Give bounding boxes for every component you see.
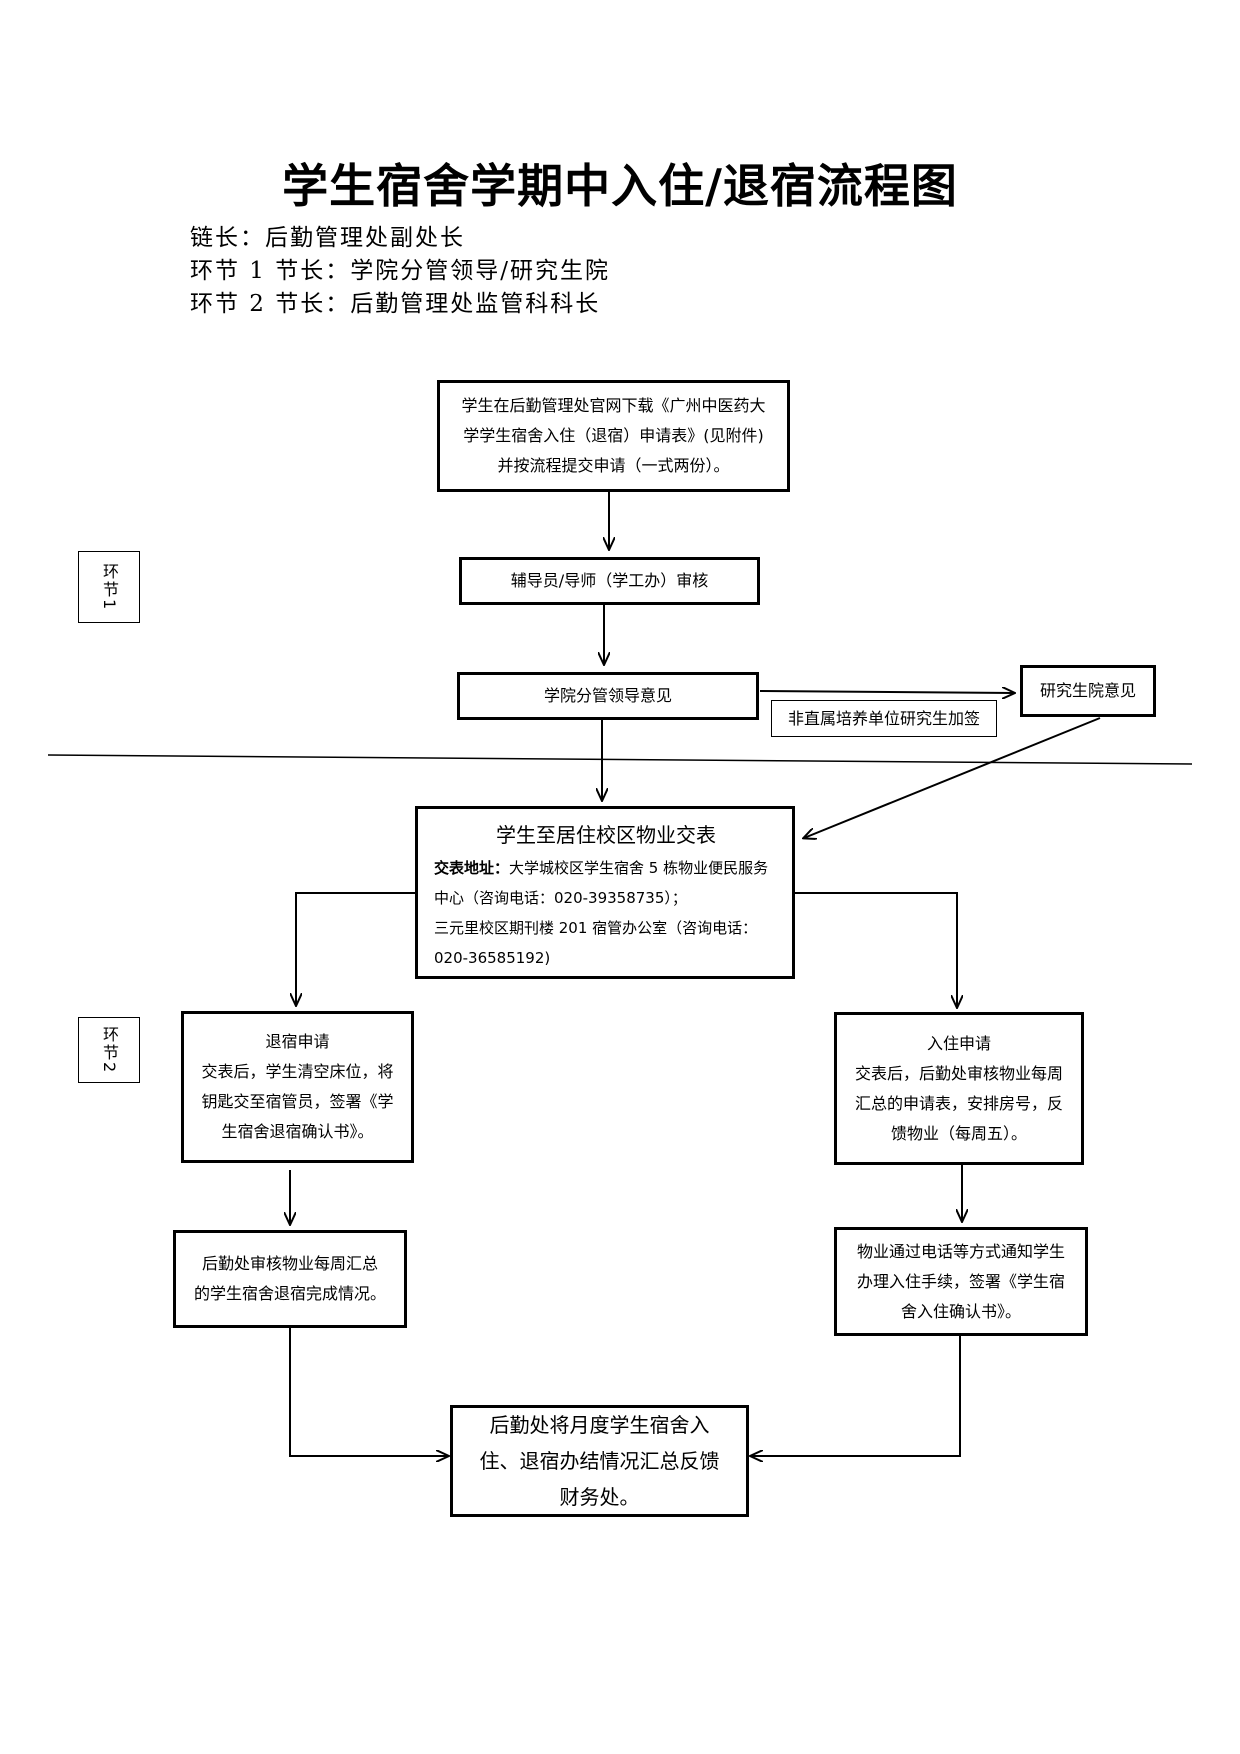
arrow-submit-to-checkout [296, 892, 415, 1005]
chain-leader: 链长：后勤管理处副处长 [190, 225, 465, 251]
step-submit-form: 学生至居住校区物业交表 交表地址：大学城校区学生宿舍 5 栋物业便民服务 中心（… [415, 806, 795, 979]
arrow-submit-to-checkin [795, 892, 957, 1007]
arrow-grad-to-submit [804, 717, 1101, 838]
link2-leader: 环节 2 节长：后勤管理处监管科科长 [190, 291, 601, 317]
step-checkin-application: 入住申请 交表后，后勤处审核物业每周 汇总的申请表，安排房号，反 馈物业（每周五… [834, 1012, 1084, 1165]
step-checkout-summary: 后勤处审核物业每周汇总 的学生宿舍退宿完成情况。 [173, 1230, 407, 1328]
step-counselor-review: 辅导员/导师（学工办）审核 [459, 557, 760, 605]
arrow-notify-to-final [751, 1336, 961, 1456]
stage-divider [47, 754, 1193, 765]
arrow-college-to-grad [759, 691, 1014, 693]
page-title: 学生宿舍学期中入住/退宿流程图 [282, 159, 958, 213]
link1-leader: 环节 1 节长：学院分管领导/研究生院 [190, 258, 611, 284]
step-final-summary: 后勤处将月度学生宿舍入 住、退宿办结情况汇总反馈 财务处。 [450, 1405, 749, 1517]
step-checkout-application: 退宿申请 交表后，学生清空床位，将 钥匙交至宿管员，签署《学 生宿舍退宿确认书》… [181, 1011, 414, 1163]
arrow-summary-to-final [289, 1328, 448, 1456]
stage-label-link1: 环节1 [78, 551, 140, 623]
step-college-opinion: 学院分管领导意见 [457, 672, 759, 720]
step-grad-school-opinion: 研究生院意见 [1020, 665, 1156, 717]
step-checkin-notification: 物业通过电话等方式通知学生 办理入住手续，签署《学生宿 舍入住确认书》。 [834, 1227, 1088, 1336]
stage-label-link2: 环节2 [78, 1017, 140, 1083]
note-non-direct-unit: 非直属培养单位研究生加签 [771, 700, 997, 737]
step-download-application: 学生在后勤管理处官网下载《广州中医药大 学学生宿舍入住（退宿）申请表》(见附件)… [437, 380, 790, 492]
